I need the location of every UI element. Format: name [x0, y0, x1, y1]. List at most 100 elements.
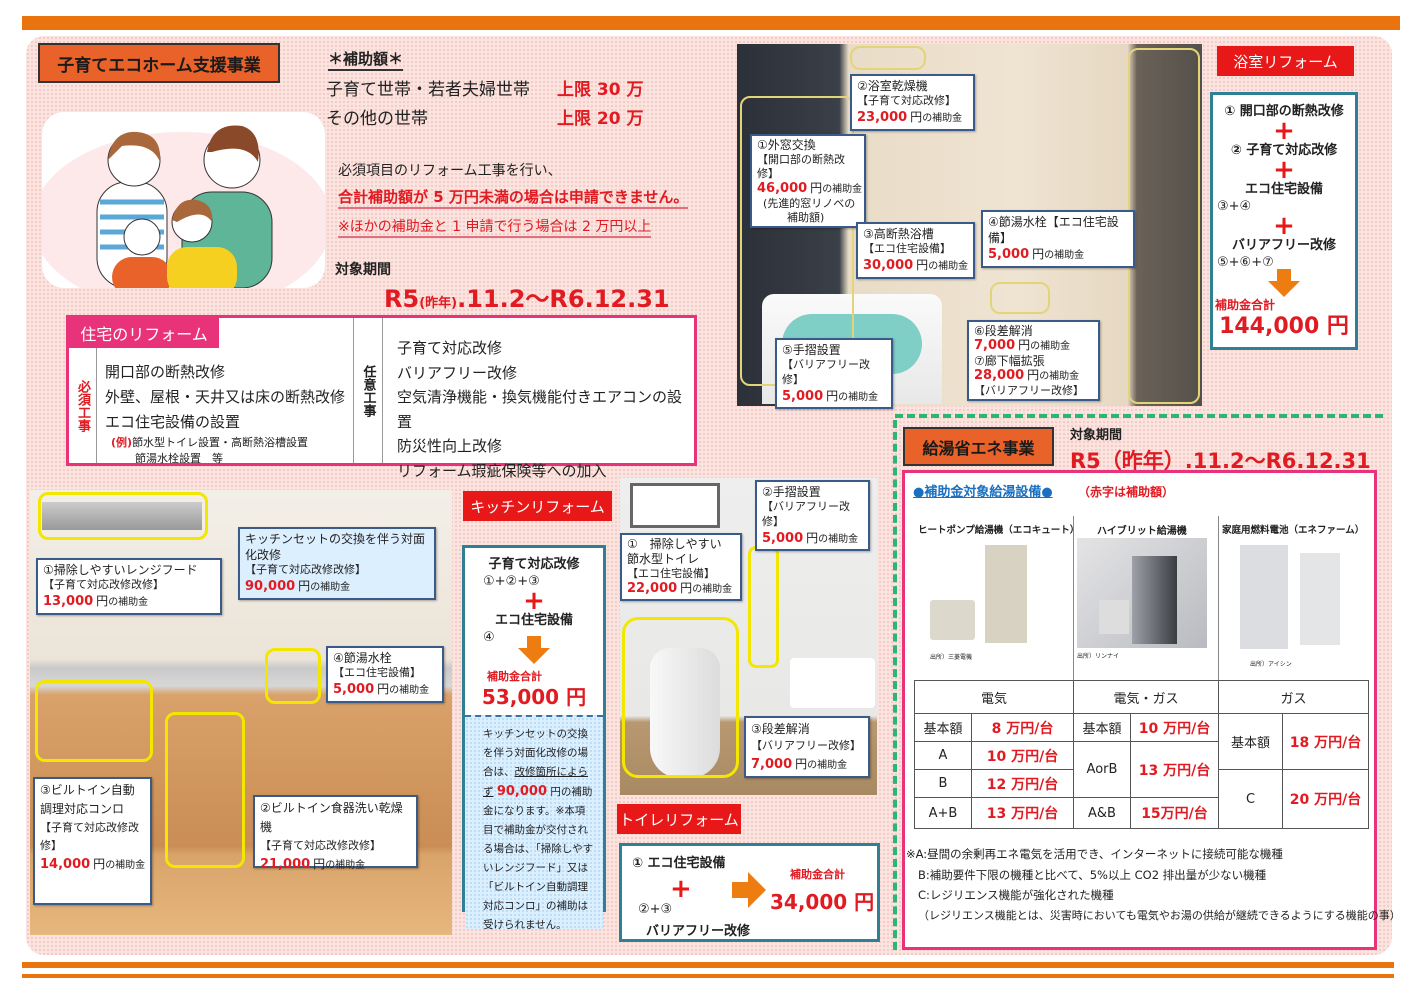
note-line: ※A:昼間の余剰再エネ電気を活用でき、インターネットに接続可能な機種: [906, 847, 1283, 861]
yen-unit: 円: [1027, 368, 1040, 383]
callout-note: (先進的窓リノベの: [763, 196, 856, 210]
callout-category: 【バリアフリー改修】: [782, 358, 870, 387]
summary-item: バリアフリー改修: [646, 924, 751, 939]
wh-notes: ※A:昼間の余剰再エネ電気を活用でき、インターネットに接続可能な機種 B:補助要…: [906, 844, 1401, 926]
total-label: 補助金合計: [487, 670, 542, 683]
highlight-toilet-handrail: [748, 546, 779, 668]
summary-item: 子育て対応改修: [488, 557, 580, 572]
callout-title: ⑦廊下幅拡張: [974, 353, 1045, 368]
subsidy-suffix: の補助金: [1039, 371, 1080, 383]
optional-works-label: 任意工事: [353, 318, 383, 463]
callout-category: 【子育て対応改修改修】: [260, 839, 381, 853]
product-name: ヒートポンプ給湯機（エコキュート）: [918, 525, 1080, 536]
highlight-dryer: [850, 46, 926, 70]
yen-unit: 円: [910, 110, 923, 125]
subsidy-suffix: の補助金: [818, 533, 859, 545]
highlight-kitchen-faucet: [265, 648, 321, 704]
required-list: 開口部の断熱改修 外壁、屋根・天井又は床の断熱改修 エコ住宅設備の設置 (例)節…: [105, 360, 345, 467]
callout-title: ③段差解消: [751, 722, 810, 736]
household-label: その他の世帯: [326, 109, 428, 129]
wh-period-label: 対象期間: [1070, 428, 1123, 443]
housing-reform-tab: 住宅のリフォーム: [69, 318, 219, 348]
kitchen-note: キッチンセットの交換を伴う対面化改修の場合は、改修箇所によらず 90,000 円…: [465, 715, 603, 931]
period-paren: (昨年): [419, 296, 458, 311]
household-limit: 上限 30 万: [557, 80, 644, 100]
total-label: 補助金合計: [790, 868, 845, 881]
arrow-right-icon: [732, 872, 766, 908]
callout-note: 補助額): [787, 210, 825, 224]
highlight-door: [1128, 48, 1200, 404]
callout-category: 【エコ住宅設備】: [863, 242, 951, 256]
summary-nums: ⑤+⑥+⑦: [1217, 255, 1274, 270]
subsidy-suffix: の補助金: [807, 759, 848, 771]
subsidy-amount: 30,000: [863, 258, 914, 274]
summary-item: バリアフリー改修: [1231, 238, 1336, 253]
table-header: ガス: [1218, 680, 1369, 714]
subsidy-suffix: の補助金: [108, 597, 149, 609]
subsidy-table: 電気 電気・ガス ガス 基本額 8 万円/台 基本額 10 万円/台 基本額 1…: [914, 680, 1369, 829]
example-line: 節水型トイレ設置・高断熱浴槽設置: [132, 436, 309, 449]
housing-reform-table: 住宅のリフォーム 必須工事 開口部の断熱改修 外壁、屋根・天井又は床の断熱改修 …: [66, 315, 697, 480]
callout-title: 調理対応コンロ: [40, 802, 125, 817]
bottom-orange-line: [22, 962, 1394, 968]
table-cell-label: A+B: [914, 797, 972, 829]
optional-item: リフォーム瑕疵保険等への加入: [397, 461, 607, 480]
highlight-dishwasher: [165, 712, 245, 868]
yen-unit: 円: [680, 580, 693, 595]
table-cell-label: A: [914, 741, 972, 770]
subsidy-amount: 90,000: [245, 579, 296, 595]
subsidy-amount: 23,000: [857, 110, 908, 126]
yen-unit: 円: [96, 594, 109, 609]
enefarm-image: [1240, 545, 1370, 650]
subsidy-suffix: の補助金: [1030, 341, 1071, 353]
yen-unit: 円: [1032, 247, 1045, 262]
note-text: 改修箇所によらず: [483, 766, 588, 798]
note-text: 円の補助金になります。: [483, 786, 593, 817]
highlight-toilet: [622, 617, 739, 778]
callout-title: ①掃除しやすいレンジフード: [43, 563, 198, 577]
note-minimum: 合計補助額が 5 万円未満の場合は申請できません。: [338, 186, 689, 209]
water-heater-title: 給湯省エネ事業: [903, 427, 1054, 466]
ecocute-image: [930, 545, 1040, 645]
subsidy-amount: 22,000: [627, 580, 678, 596]
yen-unit: 円: [810, 180, 823, 195]
plus-icon: +: [1273, 155, 1295, 185]
subsidy-amount: 13,000: [43, 594, 94, 610]
highlight-range-hood: [38, 492, 208, 540]
required-item: 開口部の断熱改修: [105, 363, 226, 381]
wh-period-value: R5（昨年）.11.2〜R6.12.31: [1070, 449, 1371, 473]
yen-unit: 円: [313, 856, 326, 871]
subsidy-amount: 5,000: [762, 530, 804, 546]
yen-unit: 円: [93, 856, 106, 871]
optional-list: 子育て対応改修 バリアフリー改修 空気清浄機能・換気機能付きエアコンの設置 防災…: [397, 336, 694, 483]
total-amount: 34,000 円: [770, 890, 875, 914]
subsidy-suffix: の補助金: [822, 183, 863, 195]
top-orange-bar: [22, 16, 1400, 30]
toilet-summary: ① エコ住宅設備 + ②+③ バリアフリー改修 補助金合計 34,000 円: [619, 843, 880, 942]
subsidy-amount: 28,000: [974, 368, 1025, 384]
product-source: 出所）三菱電機: [930, 654, 973, 661]
table-cell-value: 20 万円/台: [1282, 769, 1369, 829]
callout-title: ②手摺設置: [762, 485, 821, 499]
example-line: 節湯水栓設置 等: [135, 452, 223, 465]
callout-title: ①外窓交換: [757, 138, 816, 152]
plus-icon: +: [670, 874, 692, 904]
wh-heading-note: （赤字は補助額）: [1078, 485, 1175, 499]
required-item: 外壁、屋根・天井又は床の断熱改修: [105, 388, 346, 406]
bottom-orange-line: [22, 974, 1394, 978]
